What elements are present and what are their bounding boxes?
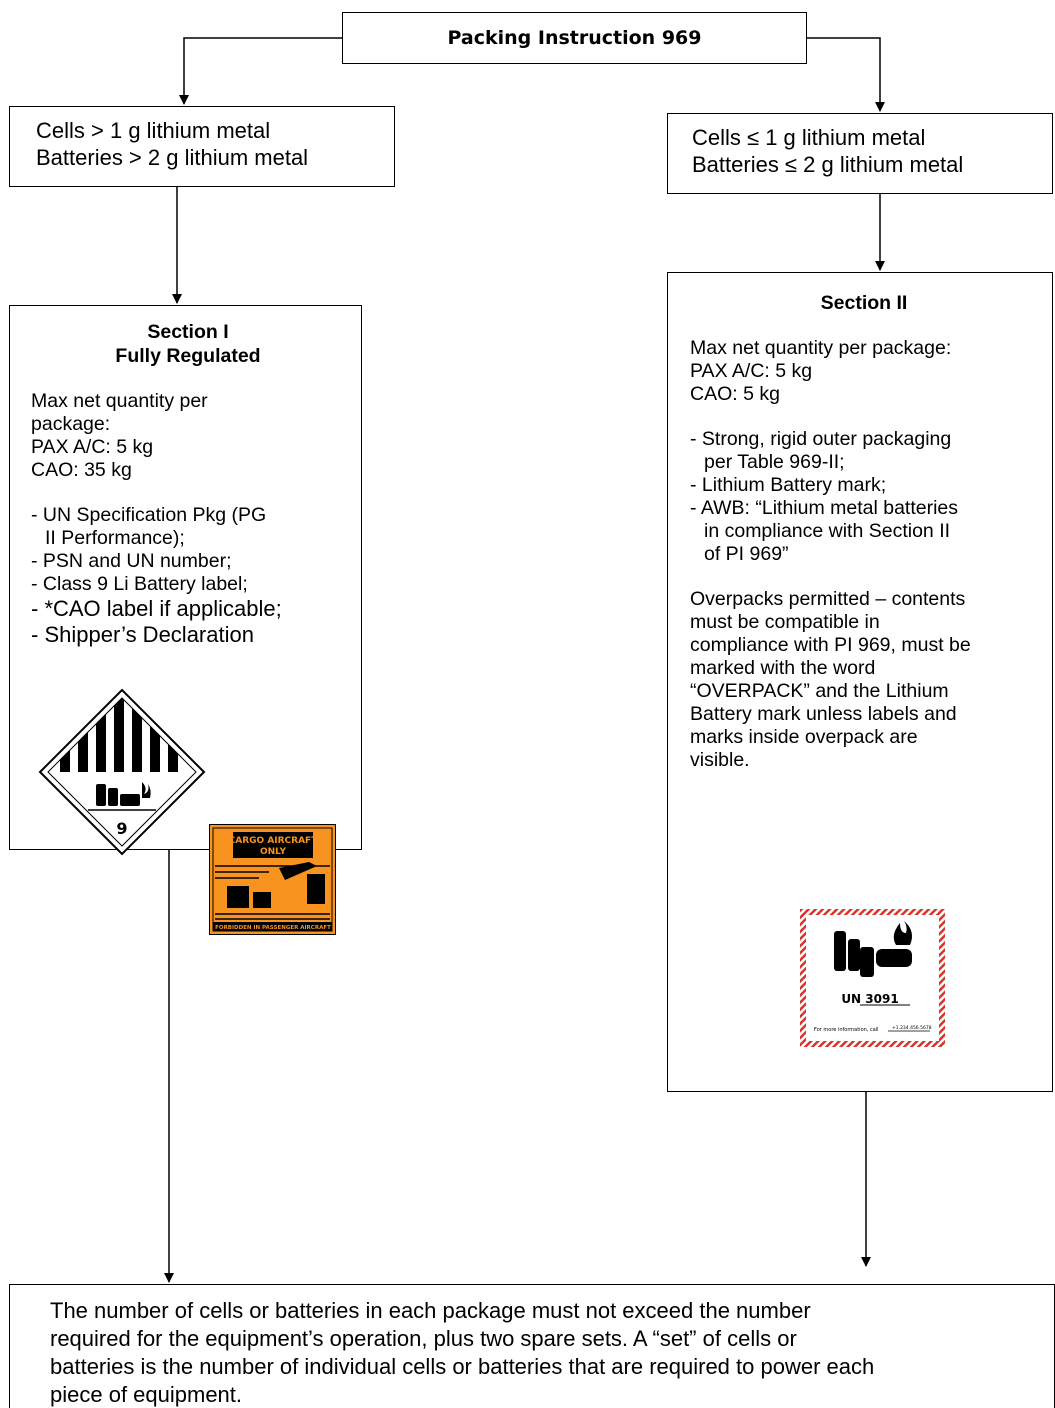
cao-label-top: CARGO AIRCRAFT <box>229 836 319 846</box>
qty-line: CAO: 5 kg <box>690 383 780 405</box>
lithium-battery-mark: UN 3091 For more information, call +1.23… <box>800 909 945 1047</box>
section-i-title: Section I <box>147 321 229 343</box>
qty-line: PAX A/C: 5 kg <box>690 360 813 382</box>
section-i-box: Section I Fully Regulated Max net quanti… <box>9 305 362 850</box>
battery-icon <box>96 782 151 806</box>
bottom-note-line: required for the equipment’s operation, … <box>50 1326 797 1351</box>
requirement-item: - AWB: “Lithium metal batteries <box>690 497 959 519</box>
bottom-note-box: The number of cells or batteries in each… <box>9 1284 1055 1408</box>
connector-title-right <box>807 37 885 112</box>
requirement-item: - *CAO label if applicable; <box>31 596 282 621</box>
qty-line: PAX A/C: 5 kg <box>31 436 154 458</box>
class-9-number: 9 <box>116 819 127 838</box>
requirement-item: - Shipper’s Declaration <box>31 622 254 647</box>
aircraft-cargo-icon <box>227 862 325 908</box>
bottom-note-line: piece of equipment. <box>50 1382 243 1407</box>
battery-fire-icon <box>834 921 912 977</box>
overpack-line: compliance with PI 969, must be <box>690 634 971 656</box>
requirement-item: - UN Specification Pkg (PG <box>31 504 267 526</box>
left-condition-line: Batteries > 2 g lithium metal <box>36 145 309 170</box>
requirement-item: in compliance with Section II <box>704 520 951 542</box>
section-i-subtitle: Fully Regulated <box>115 345 261 367</box>
right-condition-line: Batteries ≤ 2 g lithium metal <box>692 152 964 177</box>
class-9-hazard-label: 9 <box>38 688 206 856</box>
left-condition-box: Cells > 1 g lithium metal Batteries > 2 … <box>9 106 395 187</box>
cargo-aircraft-only-label: CARGO AIRCRAFT ONLY FORBIDDEN IN PASSENG… <box>209 824 336 935</box>
overpack-line: “OVERPACK” and the Lithium <box>690 680 949 702</box>
requirement-item: - Class 9 Li Battery label; <box>31 573 248 595</box>
qty-line: CAO: 35 kg <box>31 459 132 481</box>
title-box: Packing Instruction 969 <box>342 12 807 64</box>
requirement-item: per Table 969-II; <box>704 451 845 473</box>
requirement-item: - Strong, rigid outer packaging <box>690 428 952 450</box>
overpack-line: Overpacks permitted – contents <box>690 588 966 610</box>
qty-head-line: Max net quantity per package: <box>690 337 952 359</box>
overpack-line: Battery mark unless labels and <box>690 703 957 725</box>
requirement-item: II Performance); <box>45 527 185 549</box>
section-i-quantity: Max net quantity per package: PAX A/C: 5… <box>31 390 345 482</box>
qty-head-line: Max net quantity per <box>31 390 208 412</box>
title-text: Packing Instruction 969 <box>447 27 702 49</box>
overpack-line: marked with the word <box>690 657 876 679</box>
requirement-item: of PI 969” <box>704 543 789 565</box>
overpack-line: marks inside overpack are <box>690 726 918 748</box>
section-ii-quantity: Max net quantity per package: PAX A/C: 5… <box>690 337 1038 406</box>
right-condition-line: Cells ≤ 1 g lithium metal <box>692 125 926 150</box>
mark-info-text: For more information, call <box>814 1027 879 1033</box>
requirement-item: - Lithium Battery mark; <box>690 474 887 496</box>
connector-title-left <box>179 37 342 105</box>
right-condition-box: Cells ≤ 1 g lithium metal Batteries ≤ 2 … <box>667 113 1053 194</box>
left-condition-line: Cells > 1 g lithium metal <box>36 118 271 143</box>
un-number-text: UN 3091 <box>841 992 898 1006</box>
overpack-line: visible. <box>690 749 750 771</box>
bottom-note-line: The number of cells or batteries in each… <box>50 1298 811 1323</box>
requirement-item: - PSN and UN number; <box>31 550 232 572</box>
cao-label-bottom: FORBIDDEN IN PASSENGER AIRCRAFT <box>215 925 331 931</box>
bottom-note-line: batteries is the number of individual ce… <box>50 1354 875 1379</box>
section-ii-requirements: - Strong, rigid outer packaging per Tabl… <box>690 428 1038 566</box>
overpack-line: must be compatible in <box>690 611 880 633</box>
mark-phone-text: +1.234.456.5678 <box>892 1025 932 1031</box>
section-ii-title: Section II <box>820 292 908 314</box>
qty-head-line: package: <box>31 413 111 435</box>
overpack-paragraph: Overpacks permitted – contents must be c… <box>690 588 1038 772</box>
cao-label-mid: ONLY <box>260 847 287 857</box>
section-i-requirements: - UN Specification Pkg (PG II Performanc… <box>31 504 345 648</box>
